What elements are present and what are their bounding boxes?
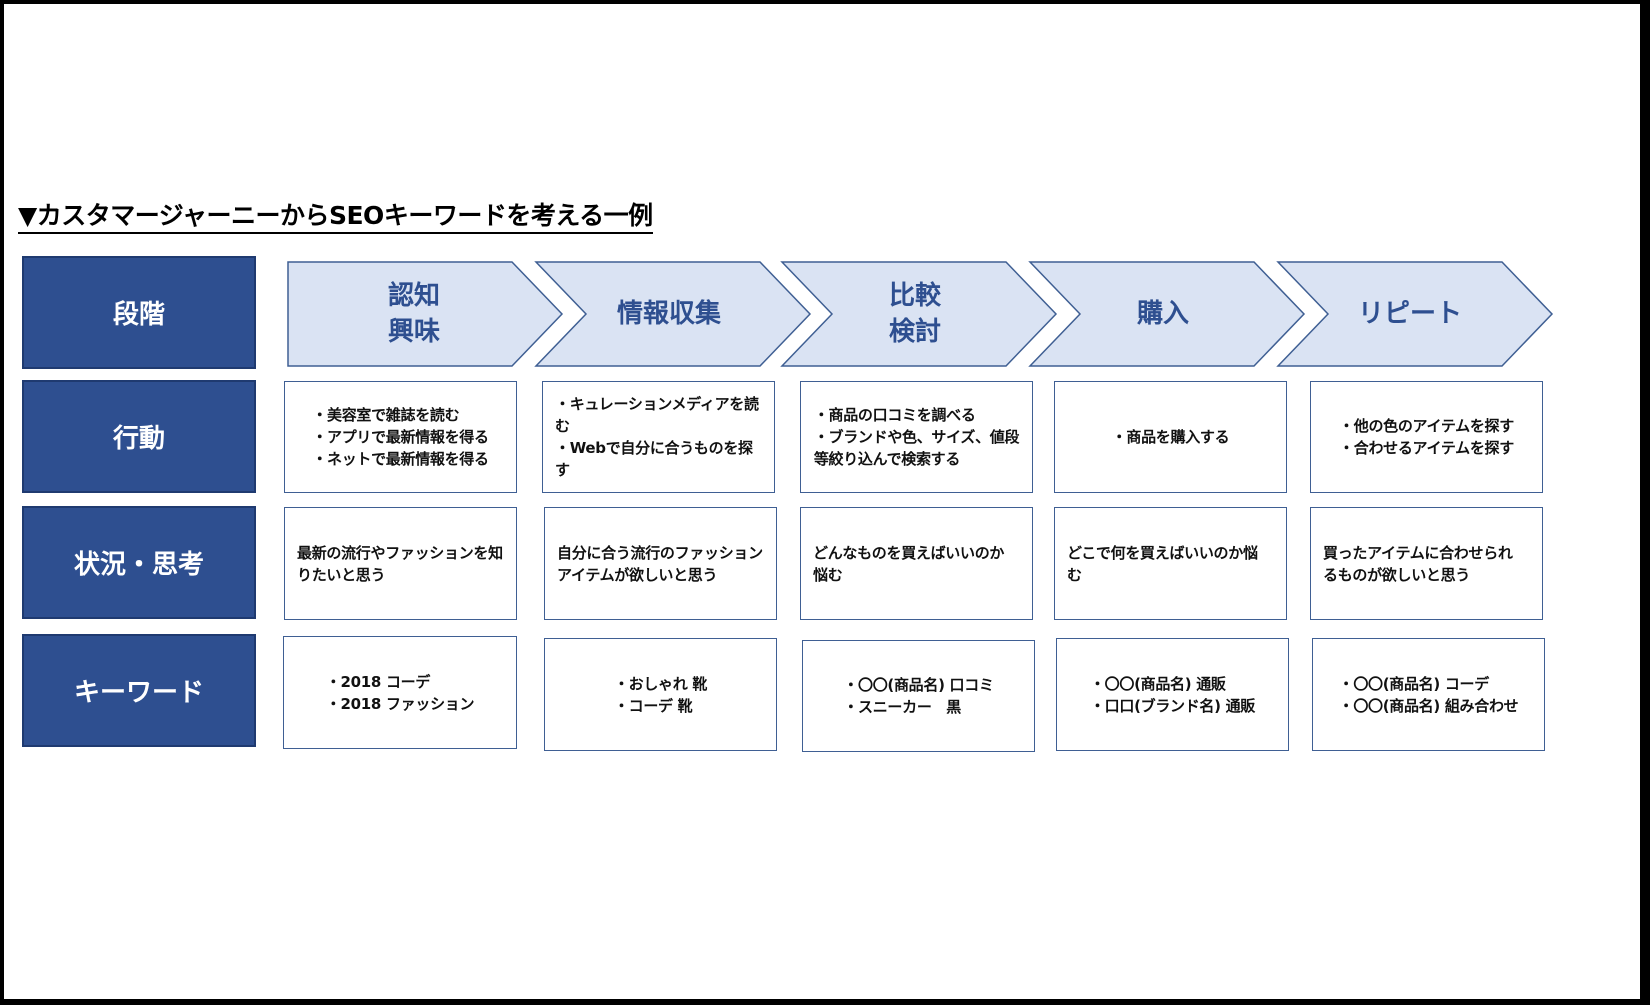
keyword-text-4: ・〇〇(商品名) 通販 ・口口(ブランド名) 通販 <box>1089 674 1256 715</box>
stage-arrow-2 <box>534 261 812 367</box>
stage-arrow-3 <box>780 261 1058 367</box>
keyword-cell-3: ・〇〇(商品名) 口コミ ・スニーカー 黒 <box>802 640 1035 752</box>
action-text-1: ・美容室で雑誌を読む ・アプリで最新情報を得る ・ネットで最新情報を得る <box>312 406 489 468</box>
row-header-keyword: キーワード <box>22 634 256 747</box>
keyword-text-2: ・おしゃれ 靴 ・コーデ 靴 <box>613 674 708 715</box>
situation-cell-3: どんなものを買えばいいのか 悩む <box>800 507 1033 620</box>
stage-arrow-5 <box>1276 261 1554 367</box>
stage-arrow-1 <box>287 261 564 367</box>
situation-text-2: 自分に合う流行のファッション アイテムが欲しいと思う <box>557 543 763 584</box>
diagram-frame: ▼カスタマージャーニーからSEOキーワードを考える一例 段階 行動 状況・思考 … <box>4 4 1640 999</box>
situation-cell-1: 最新の流行やファッションを知 りたいと思う <box>284 507 517 620</box>
action-text-3: ・商品の口コミを調べる ・ブランドや色、サイズ、値段 等絞り込んで検索する <box>813 406 1020 468</box>
keyword-cell-1: ・2018 コーデ ・2018 ファッション <box>283 636 517 749</box>
situation-text-4: どこで何を買えばいいのか悩 む <box>1067 543 1258 584</box>
row-header-situation: 状況・思考 <box>22 506 256 619</box>
stage-label-repeat: リピート <box>1357 299 1462 329</box>
action-text-2: ・キュレーションメディアを読む ・Webで自分に合うものを探す <box>555 395 759 479</box>
situation-cell-5: 買ったアイテムに合わせられ るものが欲しいと思う <box>1310 507 1543 620</box>
row-header-action: 行動 <box>22 380 256 493</box>
diagram-title: ▼カスタマージャーニーからSEOキーワードを考える一例 <box>18 200 653 234</box>
stage-label-purchase: 購入 <box>1136 299 1189 329</box>
stage-label-research: 情報収集 <box>616 299 721 329</box>
action-cell-1: ・美容室で雑誌を読む ・アプリで最新情報を得る ・ネットで最新情報を得る <box>284 381 517 493</box>
action-cell-5: ・他の色のアイテムを探す ・合わせるアイテムを探す <box>1310 381 1543 493</box>
action-cell-4: ・商品を購入する <box>1054 381 1287 493</box>
stage-label-comparison: 比較 検討 <box>888 281 941 347</box>
action-text-5: ・他の色のアイテムを探す ・合わせるアイテムを探す <box>1339 417 1514 457</box>
stage-label-awareness: 認知 興味 <box>387 281 440 347</box>
action-text-4: ・商品を購入する <box>1111 428 1230 446</box>
keyword-text-3: ・〇〇(商品名) 口コミ ・スニーカー 黒 <box>843 676 994 716</box>
keyword-cell-2: ・おしゃれ 靴 ・コーデ 靴 <box>544 638 777 751</box>
keyword-text-1: ・2018 コーデ ・2018 ファッション <box>325 672 475 713</box>
stage-arrow-4 <box>1028 261 1306 367</box>
keyword-cell-4: ・〇〇(商品名) 通販 ・口口(ブランド名) 通販 <box>1056 638 1289 751</box>
row-header-stage: 段階 <box>22 256 256 369</box>
situation-cell-2: 自分に合う流行のファッション アイテムが欲しいと思う <box>544 507 777 620</box>
stage-arrows <box>287 261 1554 367</box>
situation-text-1: 最新の流行やファッションを知 りたいと思う <box>297 543 503 584</box>
keyword-cell-5: ・〇〇(商品名) コーデ ・〇〇(商品名) 組み合わせ <box>1312 638 1545 751</box>
action-cell-3: ・商品の口コミを調べる ・ブランドや色、サイズ、値段 等絞り込んで検索する <box>800 381 1033 493</box>
situation-text-3: どんなものを買えばいいのか 悩む <box>813 543 1005 584</box>
situation-text-5: 買ったアイテムに合わせられ るものが欲しいと思う <box>1323 543 1513 584</box>
keyword-text-5: ・〇〇(商品名) コーデ ・〇〇(商品名) 組み合わせ <box>1338 674 1519 715</box>
action-cell-2: ・キュレーションメディアを読む ・Webで自分に合うものを探す <box>542 381 775 493</box>
situation-cell-4: どこで何を買えばいいのか悩 む <box>1054 507 1287 620</box>
